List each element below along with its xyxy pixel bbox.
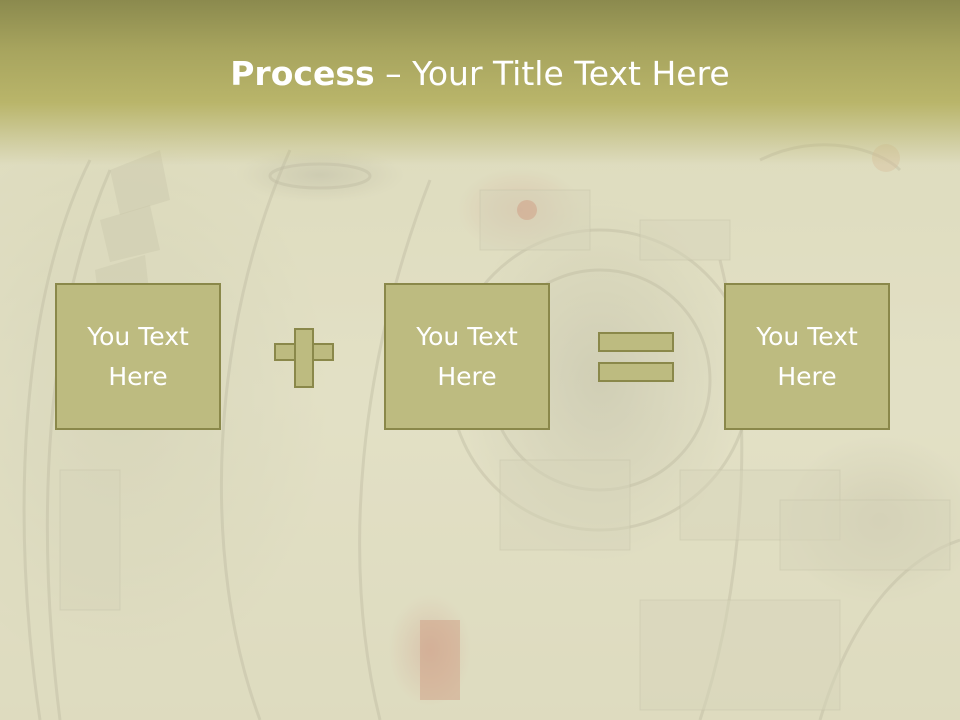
plus-icon-joint	[296, 345, 312, 359]
process-box-1: You Text Here	[55, 283, 221, 430]
title-band	[0, 0, 960, 165]
equals-icon-lower-bar	[598, 362, 674, 382]
title-rest-part: – Your Title Text Here	[374, 54, 730, 93]
process-box-2-text: You Text Here	[416, 321, 518, 391]
process-box-3: You Text Here	[724, 283, 890, 430]
equals-icon	[598, 332, 674, 352]
slide-title: Process – Your Title Text Here	[0, 54, 960, 94]
title-bold-part: Process	[230, 54, 375, 93]
process-box-2: You Text Here	[384, 283, 550, 430]
process-box-3-text: You Text Here	[756, 321, 858, 391]
process-box-1-text: You Text Here	[87, 321, 189, 391]
